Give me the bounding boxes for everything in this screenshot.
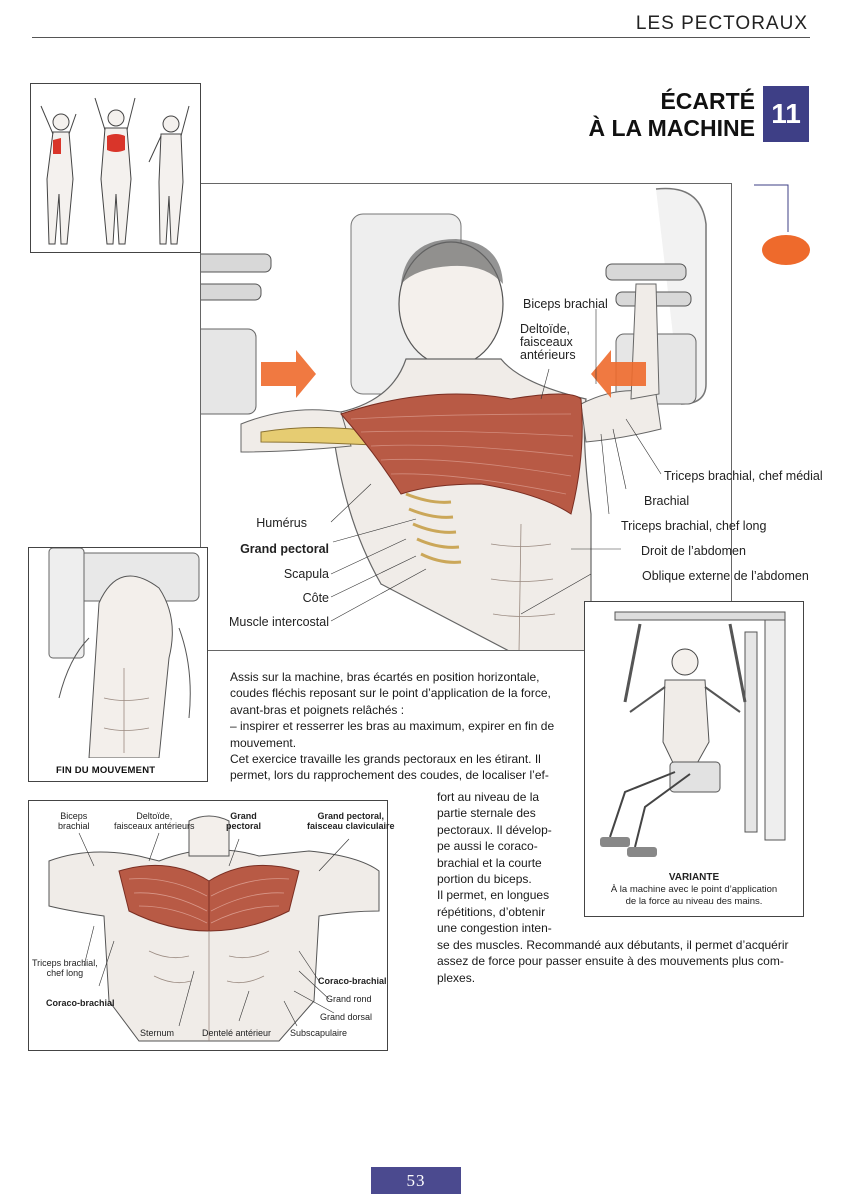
text-col-5: portion du biceps. <box>437 872 532 887</box>
text-p1-l3: avant-bras et poignets relâchés : <box>230 702 405 717</box>
alabel-subscapulaire: Subscapulaire <box>290 1028 348 1038</box>
alabel-grand-dorsal: Grand dorsal <box>320 1012 373 1022</box>
text-p1-l2: coudes fléchis reposant sur le point d’a… <box>230 686 551 701</box>
alabel-deltoide-l2: faisceaux antérieurs <box>114 821 195 831</box>
label-brachial: Brachial <box>644 494 690 508</box>
end-of-movement-figure <box>48 548 200 758</box>
variant-desc-l1: À la machine avec le point d’application <box>610 884 778 895</box>
label-droit-abdomen: Droit de l’abdomen <box>641 544 746 558</box>
label-humerus: Humérus <box>256 516 307 530</box>
section-title: LES PECTORAUX <box>635 13 808 34</box>
alabel-grand-pectoral: Grand pectoral <box>226 811 261 831</box>
text-col-4: brachial et la courte <box>437 855 542 870</box>
alabel-biceps-l1: Biceps <box>60 811 88 821</box>
variant-desc-l2: de la force au niveau des mains. <box>625 896 763 907</box>
alabel-biceps: Biceps brachial <box>58 811 90 831</box>
page-number: 53 <box>371 1167 461 1194</box>
description-column: fort au niveau de la partie sternale des… <box>437 789 563 904</box>
anatomy-detail-illustration <box>28 800 388 1051</box>
exercise-title: ÉCARTÉ À LA MACHINE <box>588 88 755 142</box>
text-tail-l4: assez de force pour passer ensuite à des… <box>437 954 784 969</box>
label-grand-pectoral: Grand pectoral <box>240 542 329 556</box>
text-tail-l2: une congestion inten- <box>437 921 552 936</box>
exercise-title-line2: À LA MACHINE <box>588 115 755 141</box>
alabel-coraco-left: Coraco-brachial <box>46 998 115 1008</box>
description-tail: répétitions, d’obtenir une congestion in… <box>437 904 809 986</box>
label-oblique-externe: Oblique externe de l’abdomen <box>642 569 809 583</box>
exercise-title-block: ÉCARTÉ À LA MACHINE 11 <box>588 86 809 142</box>
three-figures-icon <box>40 97 190 245</box>
label-deltoide-l1: Deltoïde, <box>520 322 571 336</box>
alabel-biceps-l2: brachial <box>58 821 90 831</box>
alabel-triceps: Triceps brachial, chef long <box>32 958 98 978</box>
variant-figure <box>600 611 786 857</box>
alabel-gpc-l1: Grand pectoral, <box>317 811 385 821</box>
exercise-title-line1: ÉCARTÉ <box>660 88 755 114</box>
decorative-bracket-line <box>754 184 789 232</box>
alabel-gp-l2: pectoral <box>226 821 262 831</box>
alabel-sternum: Sternum <box>140 1028 175 1038</box>
caption-fin-du-mouvement: FIN DU MOUVEMENT <box>56 765 156 776</box>
text-tail-l1: répétitions, d’obtenir <box>437 905 546 919</box>
alabel-deltoide: Deltoïde, faisceaux antérieurs <box>114 811 195 831</box>
alabel-grand-rond: Grand rond <box>326 994 372 1004</box>
text-col-1: partie sternale des <box>437 806 536 821</box>
text-col-6: Il permet, en longues <box>437 888 550 903</box>
pec-deck-illustration <box>201 187 707 650</box>
label-deltoide-l2: faisceaux <box>520 335 573 349</box>
section-header: LES PECTORAUX <box>32 8 810 38</box>
alabel-dentele: Dentelé antérieur <box>202 1028 272 1038</box>
alabel-triceps-l1: Triceps brachial, <box>32 958 98 968</box>
text-tail-l3: se des muscles. Recommandé aux débutants… <box>437 937 789 952</box>
text-col-3: pe aussi le coraco- <box>437 839 538 854</box>
variant-caption: VARIANTE À la machine avec le point d’ap… <box>586 872 802 908</box>
text-col-0: fort au niveau de la <box>437 790 540 804</box>
label-muscle-intercostal: Muscle intercostal <box>228 615 329 629</box>
instructions-text: Assis sur la machine, bras écartés en po… <box>230 669 560 784</box>
text-p3-l1: Cet exercice travaille les grands pector… <box>230 752 541 767</box>
alabel-gpc-l2: faisceau claviculaire <box>307 821 395 831</box>
alabel-coraco-right: Coraco-brachial <box>318 976 387 986</box>
end-of-movement-illustration: FIN DU MOUVEMENT <box>28 547 208 782</box>
text-p2-l1: – inspirer et resserrer les bras au maxi… <box>230 719 555 734</box>
variant-title: VARIANTE <box>668 872 720 883</box>
text-p3-l2: permet, lors du rapprochement des coudes… <box>230 768 549 783</box>
text-col-2: pectoraux. Il dévelop- <box>437 822 552 837</box>
label-cote: Côte <box>302 591 329 605</box>
label-deltoide: Deltoïde, faisceaux antérieurs <box>520 323 576 362</box>
exercise-number-badge: 11 <box>763 86 809 142</box>
muscle-map-thumbnail <box>30 83 201 253</box>
text-tail-l5: plexes. <box>437 970 476 985</box>
label-triceps-long: Triceps brachial, chef long <box>621 519 767 533</box>
alabel-grand-pectoral-claviculaire: Grand pectoral, faisceau claviculaire <box>307 811 395 831</box>
text-p1-l1: Assis sur la machine, bras écartés en po… <box>230 670 540 684</box>
chest-anatomy-figure <box>48 815 380 1042</box>
label-deltoide-l3: antérieurs <box>520 348 576 362</box>
label-biceps-brachial: Biceps brachial <box>523 297 608 311</box>
label-scapula: Scapula <box>283 567 329 581</box>
alabel-triceps-l2: chef long <box>46 968 84 978</box>
alabel-gp-l1: Grand <box>230 811 257 821</box>
alabel-deltoide-l1: Deltoïde, <box>136 811 173 821</box>
variant-illustration <box>584 601 804 917</box>
text-p2-l2: mouvement. <box>230 735 297 750</box>
main-illustration <box>200 183 732 651</box>
orange-oval-marker <box>762 235 810 265</box>
label-triceps-medial: Triceps brachial, chef médial <box>664 469 823 483</box>
